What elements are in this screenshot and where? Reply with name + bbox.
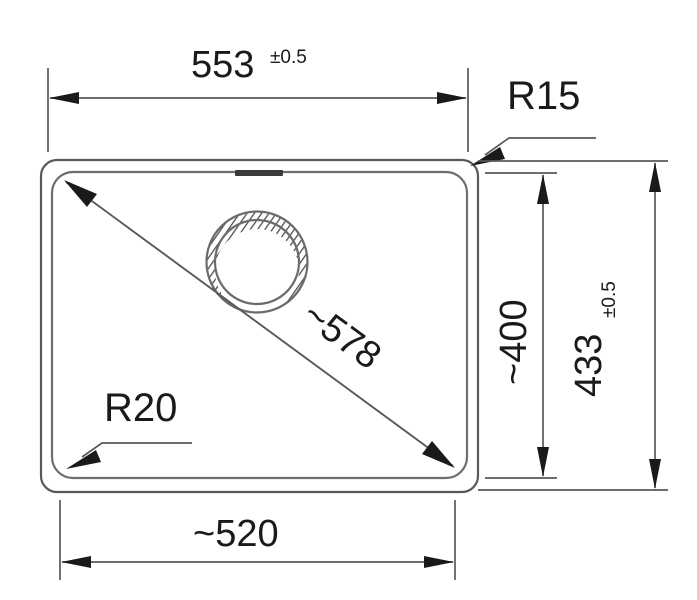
dimension-label-520: ~520	[193, 513, 279, 555]
dimension-bottom-width: ~520	[59, 500, 456, 580]
arrowhead-right	[437, 92, 467, 104]
dimension-label-433: 433	[568, 334, 610, 397]
dimension-inner-height: ~400	[485, 172, 557, 479]
overflow-slot-icon	[235, 170, 283, 176]
leader-arrowhead-r15	[470, 147, 505, 166]
dimension-label-553: 553	[191, 44, 254, 86]
dimension-label-400: ~400	[493, 299, 535, 385]
sink-outer-edge	[39, 158, 480, 494]
dimension-top-width: 553 ±0.5	[47, 44, 469, 152]
dimension-tolerance-553: ±0.5	[270, 47, 307, 68]
arrowhead-bottom-400	[537, 447, 549, 477]
sink-body	[39, 158, 480, 494]
arrowhead-top-433	[649, 162, 661, 192]
diagonal-dimension-line	[65, 181, 454, 467]
arrowhead-top-400	[537, 174, 549, 204]
arrowhead-right-520	[424, 556, 454, 568]
arrowhead-left	[49, 92, 79, 104]
radius-label-r15: R15	[507, 74, 580, 118]
diagonal-arrowhead-top	[64, 180, 97, 207]
leader-arrowhead-r20	[66, 450, 101, 469]
dimension-outer-height: 433 ±0.5	[478, 160, 668, 491]
arrowhead-bottom-433	[649, 459, 661, 489]
radius-label-r20: R20	[104, 386, 177, 430]
arrowhead-left-520	[61, 556, 91, 568]
radius-callout-r20: R20	[66, 386, 192, 469]
leader-line-r20	[81, 442, 192, 458]
leader-line-r15	[484, 137, 596, 156]
radius-callout-r15: R15	[470, 74, 596, 166]
diagonal-arrowhead-bottom	[422, 441, 455, 468]
dimension-label-578: ~578	[295, 293, 389, 377]
dimension-tolerance-433: ±0.5	[599, 281, 620, 318]
drain-hole-icon	[205, 210, 309, 314]
